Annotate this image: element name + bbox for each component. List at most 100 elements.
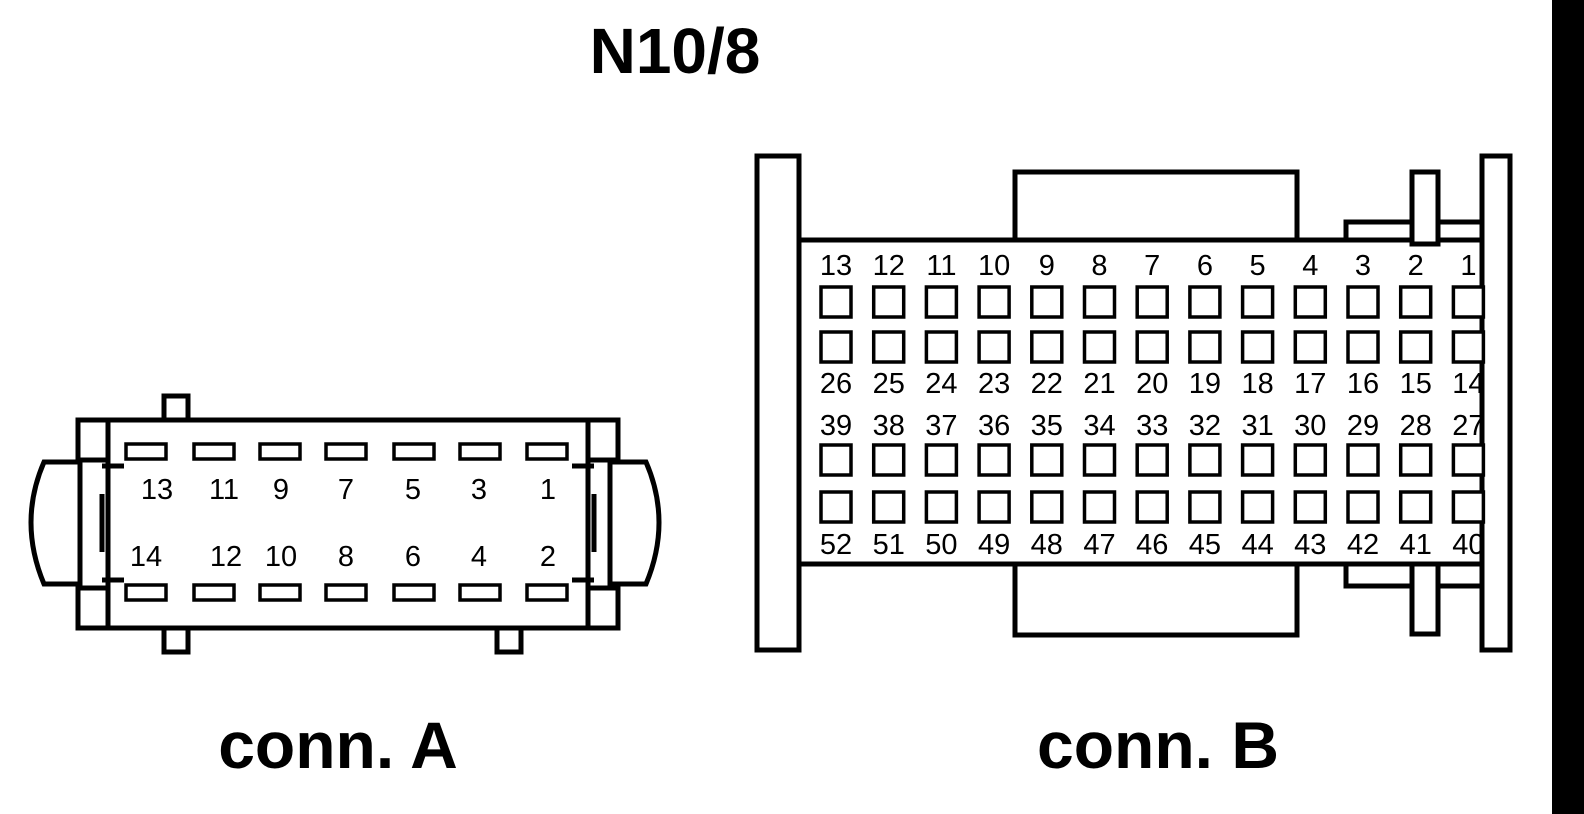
connector-b-pin-label: 25 <box>873 368 905 400</box>
connector-a-right-guide <box>572 463 597 583</box>
connector-b-pin-label: 47 <box>1083 529 1115 561</box>
connector-b-terminal <box>924 285 959 319</box>
connector-b-terminal <box>1030 330 1064 364</box>
connector-b-terminal <box>1188 285 1222 319</box>
connector-b-pin-label: 17 <box>1294 368 1326 400</box>
connector-b-terminal <box>1135 330 1169 364</box>
connector-b-pin-label: 5 <box>1250 250 1266 282</box>
connector-b-terminal <box>1293 285 1328 319</box>
connector-b-terminal <box>924 443 959 477</box>
connector-a-terminal-top <box>192 442 236 461</box>
connector-b-pin-label: 42 <box>1347 529 1379 561</box>
connector-a-pin-label: 5 <box>405 474 421 506</box>
connector-b-pin-label: 52 <box>820 529 852 561</box>
connector-b-pin-label: 39 <box>820 410 852 442</box>
connector-b-pin-label: 13 <box>820 250 852 282</box>
connector-a-terminal-bottom <box>192 583 236 602</box>
connector-b-pin-label: 38 <box>873 410 905 442</box>
connector-a-pin-label: 4 <box>471 541 487 573</box>
connector-b-terminal <box>1451 443 1486 477</box>
connector-b-terminal <box>1030 490 1064 524</box>
connector-a-pin-label: 8 <box>338 541 354 573</box>
connector-b-pin-label: 1 <box>1460 250 1476 282</box>
connector-b-terminal <box>1240 443 1275 477</box>
connector-a-left-guide <box>99 463 124 583</box>
connector-a-pin-label: 7 <box>338 474 354 506</box>
connector-a-terminal-top <box>392 442 436 461</box>
connector-b-pin-label: 29 <box>1347 410 1379 442</box>
connector-b-terminal <box>819 443 853 477</box>
connector-b-pin-label: 46 <box>1136 529 1168 561</box>
connector-b-terminal <box>819 490 853 524</box>
connector-b-pin-label: 35 <box>1031 410 1063 442</box>
connector-b-pin-label: 51 <box>873 529 905 561</box>
connector-b-terminal <box>1398 490 1433 524</box>
connector-b-pin-label: 7 <box>1144 250 1160 282</box>
connector-a-terminal-bottom <box>392 583 436 602</box>
connector-b-left-wall <box>754 153 802 653</box>
connector-b-terminal <box>1082 330 1117 364</box>
connector-a-terminal-bottom <box>258 583 302 602</box>
connector-b-pin-label: 36 <box>978 410 1010 442</box>
connector-b-pin-label: 48 <box>1031 529 1063 561</box>
connector-a-corner-tl <box>75 417 111 463</box>
connector-b-terminal <box>924 330 959 364</box>
connector-b-pin-label: 50 <box>925 529 957 561</box>
connector-b-pin-label: 34 <box>1083 410 1115 442</box>
connector-b-terminal <box>1082 285 1117 319</box>
connector-a-pin-label: 6 <box>405 541 421 573</box>
connector-b-terminal <box>819 330 853 364</box>
connector-b-terminal <box>1398 285 1433 319</box>
connector-b-pin-label: 30 <box>1294 410 1326 442</box>
connector-a-terminal-bottom <box>324 583 368 602</box>
connector-a-terminal-top <box>324 442 368 461</box>
connector-b-pin-label: 8 <box>1091 250 1107 282</box>
connector-b-terminal <box>1451 285 1486 319</box>
connector-a-left-latch <box>28 459 83 587</box>
connector-a-terminal-bottom <box>525 583 569 602</box>
connector-b-pin-label: 23 <box>978 368 1010 400</box>
connector-a-terminals <box>124 442 569 602</box>
connector-b-terminal <box>924 490 959 524</box>
connector-a-terminal-bottom <box>124 583 168 602</box>
connector-b-terminal <box>1082 490 1117 524</box>
connector-b-pin-label: 19 <box>1189 368 1221 400</box>
connector-b-pin-label: 2 <box>1408 250 1424 282</box>
connector-a-terminal-top <box>258 442 302 461</box>
connector-b-terminal <box>1082 443 1117 477</box>
connector-b-pin-label: 28 <box>1400 410 1432 442</box>
connector-a-terminal-top <box>525 442 569 461</box>
connector-a-pin-label: 2 <box>540 541 556 573</box>
connector-a-pin-label: 13 <box>141 474 173 506</box>
connector-b-terminal <box>871 285 906 319</box>
connector-b-terminal <box>1451 330 1486 364</box>
connector-b-terminal <box>1030 285 1064 319</box>
connector-b-terminal <box>1346 443 1380 477</box>
connector-b-terminal <box>871 443 906 477</box>
connector-b-terminal <box>1240 285 1275 319</box>
connector-b-terminal <box>1030 443 1064 477</box>
connector-a-terminal-bottom <box>458 583 502 602</box>
connector-b-pin-label: 15 <box>1400 368 1432 400</box>
connector-b-pin-label: 49 <box>978 529 1010 561</box>
connector-b-terminal <box>1135 443 1169 477</box>
connector-a-pin-label: 11 <box>209 474 239 506</box>
connector-b-terminal <box>1398 330 1433 364</box>
right-edge-bar <box>1552 0 1584 814</box>
connector-b-pin-label: 9 <box>1039 250 1055 282</box>
connector-b-pin-label: 32 <box>1189 410 1221 442</box>
connector-a-corner-tr <box>585 417 621 463</box>
connector-b-terminal <box>977 490 1011 524</box>
connector-b-bottom-tab-left <box>1343 561 1417 589</box>
connector-b-terminal <box>1240 490 1275 524</box>
connector-b-terminal <box>1293 443 1328 477</box>
connector-b-top-lock <box>1012 169 1300 247</box>
connector-b-caption: conn. B <box>1037 708 1279 782</box>
connector-a-terminal-top <box>458 442 502 461</box>
connector-b-guide-post-bottom <box>1409 561 1441 637</box>
connector-b-right-wall <box>1479 153 1513 653</box>
connector-b-pin-label: 18 <box>1241 368 1273 400</box>
